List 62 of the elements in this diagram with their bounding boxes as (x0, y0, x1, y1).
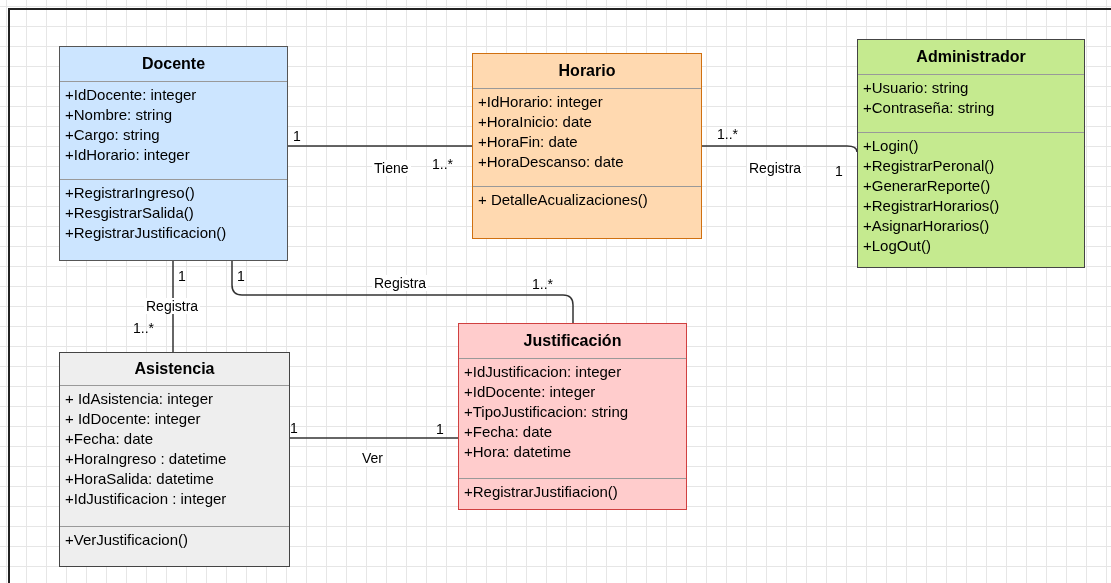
attribute-text: +IdHorario: integer (65, 145, 190, 165)
attribute-text: +IdJustificacion : integer (65, 489, 227, 509)
multiplicity-label: 1 (178, 268, 186, 284)
method-text: +LogOut() (863, 236, 931, 256)
attribute-text: +Usuario: string (863, 78, 969, 98)
association-line (289, 437, 459, 439)
method-text: +GenerarReporte() (863, 176, 991, 196)
class-box (59, 46, 288, 261)
attribute-text: +Hora: datetime (464, 442, 572, 462)
attribute-text: +IdDocente: integer (65, 85, 197, 105)
class-box (59, 352, 290, 567)
method-text: +RegistrarJustifiacion() (464, 482, 618, 502)
class-name: Justificación (523, 332, 622, 350)
multiplicity-label: 1 (293, 128, 301, 144)
class-box (458, 323, 687, 510)
association-line (287, 145, 473, 147)
attribute-text: +Fecha: date (65, 429, 153, 449)
method-text: + DetalleAcualizaciones() (478, 190, 648, 210)
attribute-text: +HoraInicio: date (478, 112, 592, 132)
method-text: +RegistrarJustificacion() (65, 223, 227, 243)
multiplicity-label: 1..* (532, 276, 553, 292)
class-box (472, 53, 702, 239)
attribute-text: +TipoJustificacion: string (464, 402, 629, 422)
multiplicity-label: 1 (835, 163, 843, 179)
method-text: +VerJustificacion() (65, 530, 188, 550)
edge-label: Ver (360, 450, 385, 466)
multiplicity-label: 1 (436, 421, 444, 437)
attribute-text: +HoraDescanso: date (478, 152, 624, 172)
multiplicity-label: 1..* (133, 320, 154, 336)
class-name: Asistencia (134, 360, 215, 378)
method-text: +ResgistrarSalida() (65, 203, 194, 223)
multiplicity-label: 1..* (717, 126, 738, 142)
attribute-text: + IdAsistencia: integer (65, 389, 213, 409)
multiplicity-label: 1 (237, 268, 245, 284)
method-text: +RegistrarPeronal() (863, 156, 995, 176)
attribute-text: +Fecha: date (464, 422, 552, 442)
edge-label: Registra (372, 275, 429, 291)
association-line (231, 260, 574, 324)
attribute-text: +HoraIngreso : datetime (65, 449, 227, 469)
multiplicity-label: 1 (290, 420, 298, 436)
edge-label: Registra (144, 298, 201, 314)
attribute-text: +Contraseña: string (863, 98, 995, 118)
method-text: +AsignarHorarios() (863, 216, 990, 236)
multiplicity-label: 1..* (432, 156, 453, 172)
method-text: +RegistrarHorarios() (863, 196, 1000, 216)
method-text: +Login() (863, 136, 919, 156)
attribute-text: +HoraSalida: datetime (65, 469, 214, 489)
attribute-text: +IdJustificacion: integer (464, 362, 622, 382)
attribute-text: +Cargo: string (65, 125, 160, 145)
association-line (701, 145, 858, 153)
class-name: Docente (141, 55, 206, 73)
attribute-text: +IdHorario: integer (478, 92, 603, 112)
class-box (857, 39, 1085, 268)
attribute-text: +Nombre: string (65, 105, 173, 125)
class-name: Administrador (916, 48, 1026, 66)
attribute-text: + IdDocente: integer (65, 409, 201, 429)
class-name: Horario (558, 62, 616, 80)
attribute-text: +IdDocente: integer (464, 382, 596, 402)
edge-label: Tiene (372, 160, 411, 176)
attribute-text: +HoraFin: date (478, 132, 578, 152)
method-text: +RegistrarIngreso() (65, 183, 195, 203)
edge-label: Registra (747, 160, 804, 176)
